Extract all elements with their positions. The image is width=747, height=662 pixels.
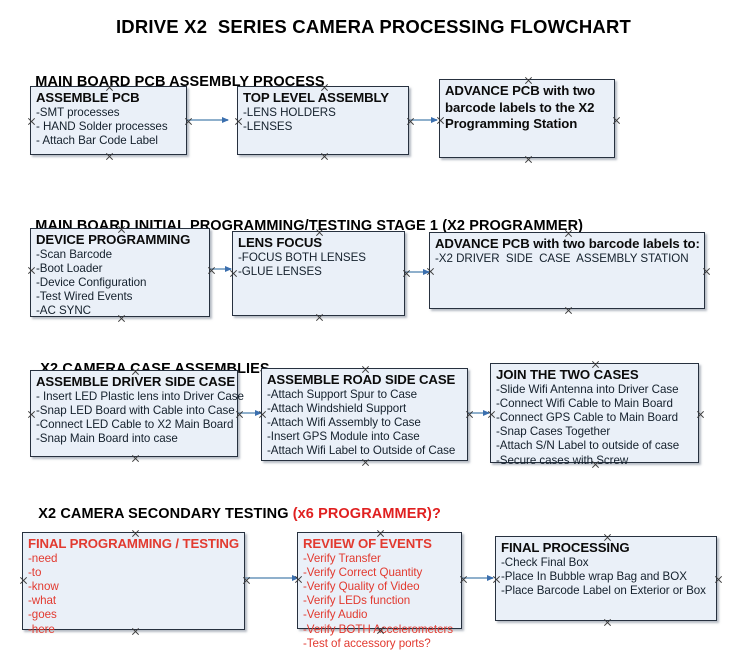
node-line: -Device Configuration <box>36 275 147 289</box>
node-line: -Secure cases with Screw <box>496 453 629 467</box>
node-line: -Slide Wifi Antenna into Driver Case <box>496 382 679 396</box>
node-line: -Attach Windshield Support <box>267 401 407 415</box>
node-line: -Snap LED Board with Cable into Case <box>36 403 235 417</box>
node-line: -Attach Support Spur to Case <box>267 387 418 401</box>
node-line: -Snap Main Board into case <box>36 432 178 446</box>
node-title: ASSEMBLE ROAD SIDE CASE <box>267 372 456 387</box>
node-assemble-driver-side-case[interactable]: ASSEMBLE DRIVER SIDE CASE - Insert LED P… <box>30 370 244 457</box>
node-line: -LENS HOLDERS <box>243 105 336 119</box>
page-title: IDRIVE X2 SERIES CAMERA PROCESSING FLOWC… <box>115 16 632 37</box>
node-line: -Attach Wifi Label to Outside of Case <box>267 444 456 458</box>
node-line: -Place Barcode Label on Exterior or Box <box>501 583 706 597</box>
section-heading-text: X2 CAMERA SECONDARY TESTING <box>38 506 293 522</box>
node-line: -X2 DRIVER SIDE CASE ASSEMBLY STATION <box>435 251 689 265</box>
node-line: -Verify Transfer <box>303 551 381 565</box>
node-line: -Check Final Box <box>501 555 589 569</box>
node-line: -to <box>28 565 42 579</box>
node-title: FINAL PROGRAMMING / TESTING <box>28 536 239 551</box>
node-advance-pcb-to-driver-side-case[interactable]: ADVANCE PCB with two barcode labels to: … <box>429 232 705 309</box>
node-line: -Place In Bubble wrap Bag and BOX <box>501 569 687 583</box>
node-line: -Snap Cases Together <box>496 425 611 439</box>
node-top-level-assembly[interactable]: TOP LEVEL ASSEMBLY -LENS HOLDERS -LENSES <box>237 86 409 155</box>
node-line: -Verify Quality of Video <box>303 579 420 593</box>
node-join-the-two-cases[interactable]: JOIN THE TWO CASES -Slide Wifi Antenna i… <box>490 363 699 467</box>
node-title: LENS FOCUS <box>238 235 322 250</box>
node-line: -SMT processes <box>36 105 120 119</box>
node-review-of-events[interactable]: REVIEW OF EVENTS -Verify Transfer -Verif… <box>297 532 462 650</box>
node-title: TOP LEVEL ASSEMBLY <box>243 90 389 105</box>
node-line: -Boot Loader <box>36 261 103 275</box>
node-title: ASSEMBLE DRIVER SIDE CASE <box>36 374 236 389</box>
node-line: -Attach S/N Label to outside of case <box>496 439 680 453</box>
node-line: -Verify Audio <box>303 608 368 622</box>
node-line: - Insert LED Plastic lens into Driver Ca… <box>36 389 244 403</box>
node-line: -need <box>28 551 58 565</box>
node-line: -Verify Correct Quantity <box>303 565 423 579</box>
node-title: ADVANCE PCB with two barcode labels to t… <box>445 83 596 131</box>
node-title: ADVANCE PCB with two barcode labels to: <box>435 236 700 251</box>
node-line: -FOCUS BOTH LENSES <box>238 250 366 264</box>
node-line: -LENSES <box>243 119 293 133</box>
node-line: - HAND Solder processes <box>36 119 168 133</box>
node-assemble-road-side-case[interactable]: ASSEMBLE ROAD SIDE CASE -Attach Support … <box>261 368 468 461</box>
node-line: -here <box>28 622 55 636</box>
node-line: -Verify LEDs function <box>303 594 411 608</box>
node-final-processing[interactable]: FINAL PROCESSING -Check Final Box -Place… <box>495 536 717 621</box>
section-heading-accent: (x6 PROGRAMMER)? <box>292 506 441 522</box>
node-line: -Attach Wifi Assembly to Case <box>267 415 421 429</box>
node-title: REVIEW OF EVENTS <box>303 536 432 551</box>
node-final-programming-testing[interactable]: FINAL PROGRAMMING / TESTING -need -to -k… <box>22 532 245 636</box>
node-line: -Verify BOTH Accelerometers <box>303 622 454 636</box>
node-assemble-pcb[interactable]: ASSEMBLE PCB -SMT processes - HAND Solde… <box>30 86 187 155</box>
node-line: -goes <box>28 608 57 622</box>
section-heading-x2-camera-secondary-testing: X2 CAMERA SECONDARY TESTING (x6 PROGRAMM… <box>30 490 441 522</box>
node-line: -know <box>28 579 59 593</box>
node-line: -Connect LED Cable to X2 Main Board <box>36 417 234 431</box>
node-line: -Connect Wifi Cable to Main Board <box>496 396 673 410</box>
node-lens-focus[interactable]: LENS FOCUS -FOCUS BOTH LENSES -GLUE LENS… <box>232 231 405 316</box>
node-line: -Test Wired Events <box>36 290 133 304</box>
node-device-programming[interactable]: DEVICE PROGRAMMING -Scan Barcode -Boot L… <box>30 228 210 317</box>
node-line-overflow: -Test of accessory ports? <box>303 636 431 650</box>
node-line: -GLUE LENSES <box>238 264 322 278</box>
node-line: -AC SYNC <box>36 304 91 318</box>
node-line: -Scan Barcode <box>36 247 113 261</box>
node-title: DEVICE PROGRAMMING <box>36 232 191 247</box>
node-title: FINAL PROCESSING <box>501 540 630 555</box>
node-line: -what <box>28 594 57 608</box>
node-line: - Attach Bar Code Label <box>36 133 158 147</box>
node-title: ASSEMBLE PCB <box>36 90 140 105</box>
node-advance-pcb-to-programming-station[interactable]: ADVANCE PCB with two barcode labels to t… <box>439 79 615 158</box>
node-line: -Insert GPS Module into Case <box>267 430 420 444</box>
node-line: -Connect GPS Cable to Main Board <box>496 410 679 424</box>
node-title: JOIN THE TWO CASES <box>496 367 639 382</box>
